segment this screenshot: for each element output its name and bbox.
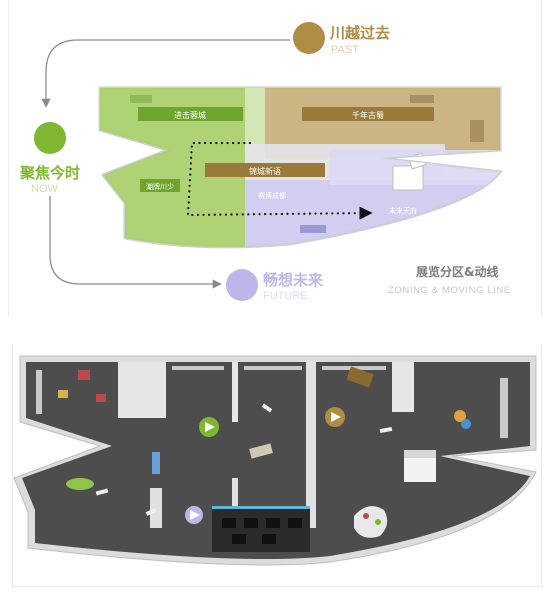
section-title: 展览分区&动线 (416, 264, 498, 279)
seat-6 (262, 534, 276, 544)
shelf-2 (410, 95, 434, 103)
frame-right-line (541, 0, 542, 316)
white-kiosk (392, 165, 424, 191)
label-bar-chaopai (140, 179, 180, 192)
floor-plan-render (13, 355, 537, 566)
seat-4 (288, 518, 302, 528)
seat-3 (266, 518, 280, 528)
exhibit-colorful-2 (461, 419, 471, 429)
play-icon (205, 422, 215, 432)
wall-display-top-2 (244, 366, 302, 370)
now-subtitle: NOW (31, 183, 59, 195)
flow-arrow-now-to-future (49, 196, 222, 289)
exhibit-board-3 (58, 390, 68, 398)
partition-4 (392, 362, 414, 412)
play-icon-3 (190, 510, 200, 520)
exhibit-robot-dot-2 (375, 519, 381, 525)
white-cube-top (404, 450, 436, 458)
past-circle (293, 22, 325, 54)
play-icon-2 (331, 412, 341, 422)
zone-label-chaopai-chuanshao: 潮牌川少 (146, 182, 174, 191)
frame-right-line-bottom (541, 344, 542, 588)
exhibit-board-4 (346, 366, 374, 388)
bench-4 (145, 508, 157, 516)
frame-left-line-bottom (12, 344, 13, 588)
zone-label-qiannian-gushu: 千年古蜀 (352, 110, 384, 120)
zoning-diagram: 进击蓉城 千年古蜀 锦城新语 潮牌川少 赛博成都 未来天府 川越过去 PAST … (19, 22, 511, 302)
future-subtitle: FUTURE (263, 290, 308, 302)
exhibit-board-5 (152, 452, 160, 474)
now-circle (34, 122, 66, 154)
bench-2 (379, 426, 393, 434)
wall-display-right (500, 378, 508, 438)
shelf-3 (470, 120, 484, 142)
partition-5 (150, 488, 162, 528)
moving-line (186, 141, 373, 220)
now-title: 聚焦今时 (19, 164, 80, 182)
shelf-4 (300, 225, 326, 233)
wall-display-left (36, 370, 42, 414)
seating-block (212, 508, 310, 552)
past-subtitle: PAST (331, 44, 359, 56)
zone-label-jincheng-xinyu: 锦城新语 (249, 166, 281, 176)
label-bar-jinjiao (138, 107, 243, 121)
seat-5 (232, 534, 246, 544)
flow-arrow-past-to-now (41, 39, 290, 108)
frame-bottom-line (12, 586, 541, 587)
floor-plan-render-panel (0, 338, 550, 594)
zone-lightgreen-strip (245, 88, 265, 144)
future-title: 畅想未来 (263, 271, 324, 289)
exhibit-board-6 (249, 443, 273, 459)
partition-3 (306, 362, 316, 528)
section-subtitle: ZONING & MOVING LINE (388, 285, 511, 296)
bench-3 (95, 488, 109, 496)
shelf-1 (130, 95, 152, 103)
zone-label-weilai-tianfu: 未来天府 (389, 206, 417, 215)
exhibit-board-1 (78, 370, 90, 380)
exhibit-colorful (454, 410, 466, 422)
zone-label-saibo-chengdu: 赛博成都 (258, 191, 286, 200)
exhibit-robot-dot (363, 513, 369, 519)
partition-6 (232, 478, 238, 526)
label-bar-jincheng (205, 163, 325, 177)
zone-label-jinjiao-rongcheng: 进击蓉城 (174, 110, 206, 120)
seat-2 (244, 518, 258, 528)
zoning-diagram-panel: 进击蓉城 千年古蜀 锦城新语 潮牌川少 赛博成都 未来天府 川越过去 PAST … (8, 0, 542, 316)
seating-block-cyan (212, 506, 310, 509)
exhibit-green-cluster (66, 478, 94, 490)
white-cube (404, 456, 436, 482)
partition-2 (232, 362, 238, 422)
bench-1 (261, 403, 273, 413)
seat-1 (222, 518, 236, 528)
exhibit-white-robot (354, 506, 388, 538)
exhibit-board-2 (96, 394, 106, 402)
partition-1 (118, 362, 166, 418)
past-title: 川越过去 (329, 24, 390, 42)
wall-display-top-1 (172, 366, 224, 370)
future-circle (226, 269, 258, 301)
frame-left-line (8, 0, 9, 316)
label-bar-qiannian (302, 107, 434, 121)
